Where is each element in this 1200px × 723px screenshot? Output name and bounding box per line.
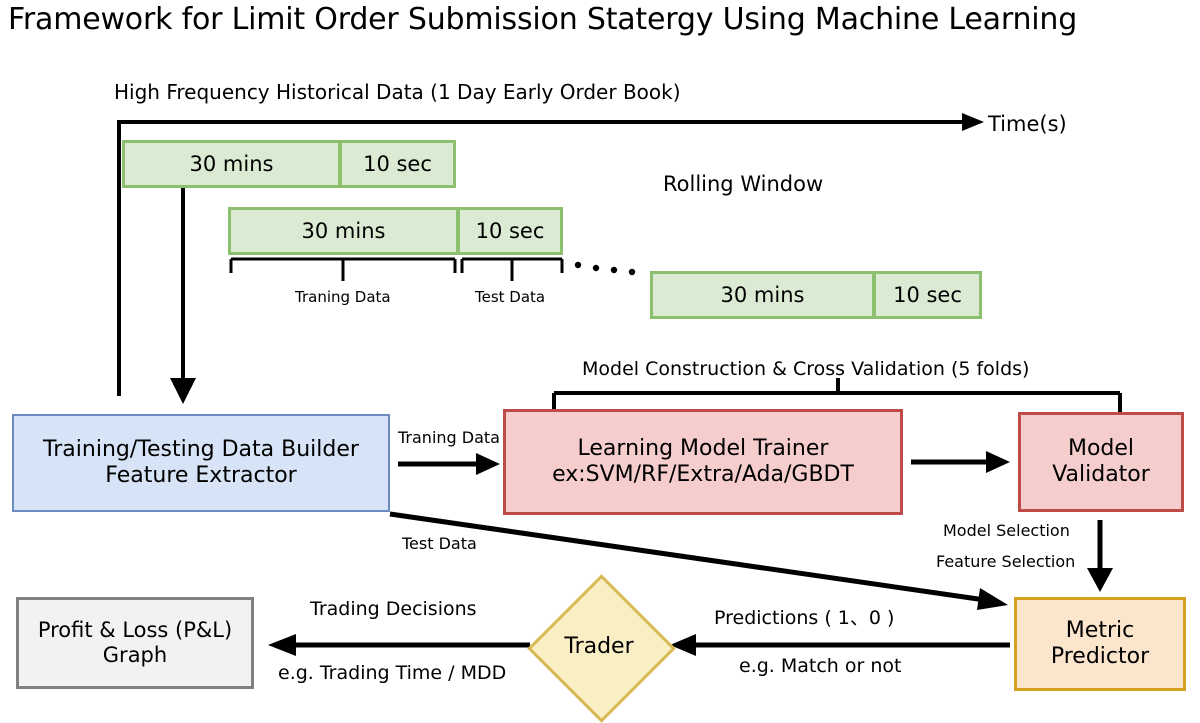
data-builder-line-1: Training/Testing Data Builder (43, 437, 359, 463)
metric-predictor-box: Metric Predictor (1014, 597, 1186, 691)
model-construction-caption: Model Construction & Cross Validation (5… (582, 358, 1030, 380)
model-trainer-line-1: Learning Model Trainer (577, 436, 829, 462)
model-trainer-box: Learning Model Trainer ex:SVM/RF/Extra/A… (503, 409, 903, 515)
rolling-window-2-train-block: 30 mins (228, 207, 458, 255)
bracket-model-construction (552, 378, 1122, 412)
model-validator-line-1: Model (1067, 436, 1135, 462)
arrow-timeline-to-data-builder (170, 176, 196, 404)
time-axis-arrow (119, 113, 984, 131)
arrow-metric-predictor-to-trader (670, 634, 1010, 656)
rolling-window-1-test-block: 10 sec (340, 140, 456, 188)
edge-label-model-selection: Model Selection (943, 521, 1070, 540)
bracket-traning-data (229, 257, 457, 281)
metric-predictor-line-2: Predictor (1050, 644, 1150, 669)
arrow-data-builder-to-metric-predictor (389, 511, 1008, 610)
edge-label-test-data: Test Data (402, 534, 477, 553)
model-trainer-line-2: ex:SVM/RF/Extra/Ada/GBDT (552, 462, 854, 487)
edge-label-trading-decisions: Trading Decisions (310, 598, 477, 620)
edge-label-feature-selection: Feature Selection (936, 552, 1076, 571)
bracket-label-test-data: Test Data (475, 288, 546, 306)
arrow-data-builder-to-trainer (398, 453, 500, 475)
edge-label-trading-time-mdd: e.g. Trading Time / MDD (278, 662, 507, 684)
rolling-window-1-train-block: 30 mins (122, 140, 340, 188)
pnl-graph-line-1: Profit & Loss (P&L) (37, 618, 233, 643)
page-title: Framework for Limit Order Submission Sta… (8, 2, 1078, 37)
rolling-window-3-train-block: 30 mins (650, 271, 874, 319)
edge-label-match-or-not: e.g. Match or not (739, 655, 902, 677)
arrow-trader-to-pnl-graph (268, 634, 530, 656)
historical-data-caption: High Frequency Historical Data (1 Day Ea… (114, 80, 681, 104)
data-builder-line-2: Feature Extractor (105, 463, 297, 488)
pnl-graph-line-2: Graph (102, 643, 168, 667)
arrow-validator-to-metric-predictor (1087, 520, 1113, 592)
bracket-test-data (460, 257, 564, 281)
pnl-graph-box: Profit & Loss (P&L) Graph (16, 597, 254, 689)
model-validator-line-2: Validator (1052, 462, 1150, 487)
model-validator-box: Model Validator (1018, 412, 1184, 512)
edge-label-predictions: Predictions ( 1、0 ) (714, 607, 895, 629)
bracket-label-traning-data: Traning Data (295, 288, 391, 306)
arrow-trainer-to-validator (911, 451, 1010, 473)
rolling-window-caption: Rolling Window (663, 172, 824, 196)
edge-label-traning-data: Traning Data (398, 428, 500, 447)
data-builder-box: Training/Testing Data Builder Feature Ex… (12, 414, 390, 512)
metric-predictor-line-1: Metric (1065, 618, 1135, 644)
ellipsis-dots (574, 261, 636, 276)
trader-node: Trader (527, 574, 676, 723)
rolling-window-2-test-block: 10 sec (458, 207, 563, 255)
trader-label: Trader (564, 633, 634, 659)
rolling-window-3-test-block: 10 sec (874, 271, 982, 319)
time-axis-label: Time(s) (988, 112, 1067, 136)
